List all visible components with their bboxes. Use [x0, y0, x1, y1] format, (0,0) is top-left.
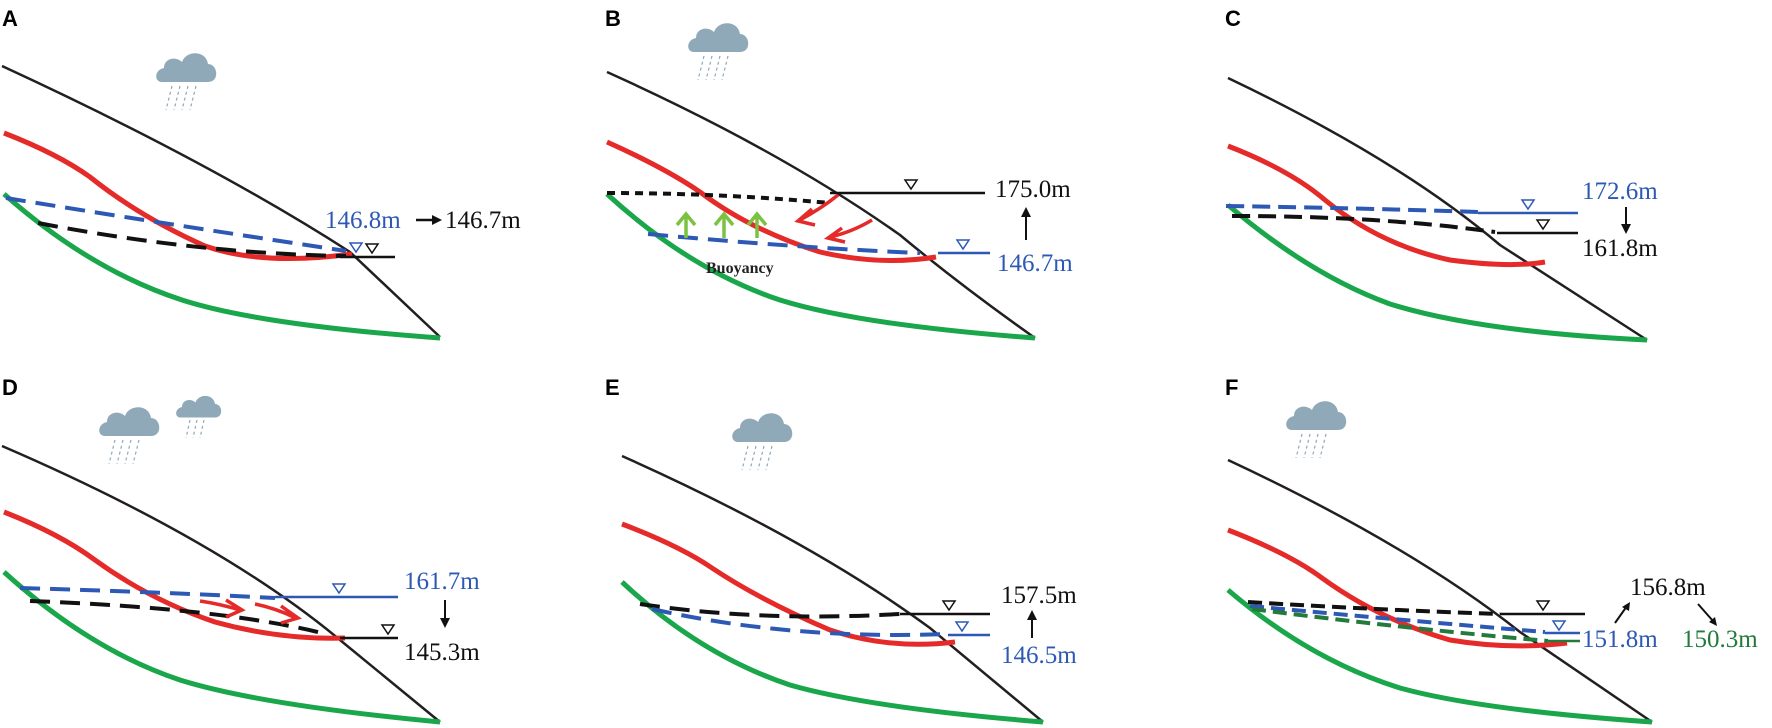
rain-cloud-icon — [156, 53, 217, 111]
panel-c: C 172.6m 161.8m — [1225, 6, 1658, 343]
level-upper: 156.8m — [1630, 574, 1706, 601]
groundwater-level-line — [639, 602, 901, 619]
rain-cloud-icon — [1286, 401, 1347, 459]
arrow-head — [1622, 602, 1630, 611]
reservoir-water-table-line — [1249, 604, 1546, 634]
reservoir-water-table-line — [19, 586, 276, 600]
arrow-right-icon — [254, 602, 302, 625]
arrow-head — [1621, 224, 1631, 234]
water-level-triangle-icon — [331, 583, 347, 595]
groundwater-level-line — [37, 221, 347, 258]
level-upper: 157.5m — [1001, 582, 1077, 609]
bedrock-line — [1226, 588, 1653, 725]
level-after: 161.8m — [1582, 235, 1658, 262]
reservoir-water-table-line — [5, 196, 347, 253]
panel-e: E 157.5m 146.5m — [605, 375, 1077, 725]
groundwater-level-line — [606, 191, 831, 205]
panel-e-label: E — [605, 375, 620, 400]
slope-surface-line — [1, 444, 441, 723]
buoyancy-label: Buoyancy — [706, 260, 774, 277]
seepage-arrows — [794, 193, 873, 244]
level-before: 161.7m — [404, 568, 480, 595]
water-level-triangle-icon — [1520, 199, 1536, 211]
water-level-triangle-icon — [955, 239, 971, 251]
rain-cloud-icon — [688, 23, 749, 81]
level-middle: 151.8m — [1582, 626, 1658, 653]
slip-surface-line — [1227, 143, 1546, 268]
groundwater-level-line — [1247, 600, 1501, 616]
level-after: 145.3m — [404, 639, 480, 666]
level-before: 146.8m — [325, 207, 401, 234]
arrow-left-icon — [823, 218, 873, 244]
level-lower: 150.3m — [1682, 626, 1758, 653]
groundwater-level-line — [29, 599, 323, 635]
bedrock-line — [605, 192, 1036, 341]
panel-f: F 156.8m 151.8m 150.3m — [1225, 375, 1758, 725]
arrow-down-right-icon — [1697, 603, 1714, 622]
reservoir-water-table-line — [651, 607, 949, 637]
groundwater-level-line — [1231, 214, 1496, 234]
panel-f-label: F — [1225, 375, 1238, 400]
arrow-left-icon — [794, 193, 840, 227]
bedrock-line — [620, 580, 1044, 725]
arrow-head — [1027, 610, 1037, 620]
panel-b-label: B — [605, 6, 621, 31]
arrow-right-icon — [199, 598, 246, 619]
arrow-up-icon — [675, 211, 697, 238]
level-lower: 146.5m — [1001, 642, 1077, 669]
panel-a: A 146.8m 146.7m — [1, 6, 521, 341]
buoyancy-arrows — [675, 211, 768, 238]
slip-surface-line — [3, 509, 346, 641]
bedrock-line — [2, 192, 441, 341]
water-level-triangle-icon — [1535, 219, 1551, 231]
rain-cloud-icon — [732, 413, 793, 471]
arrow-up-icon — [713, 211, 735, 238]
rain-cloud-icon — [176, 395, 222, 439]
slope-surface-line — [1, 64, 441, 338]
slope-surface-line — [606, 70, 1036, 340]
arrow-up-right-icon — [1614, 605, 1628, 624]
groundwater-green-line — [1251, 607, 1549, 643]
arrow-head — [1709, 617, 1717, 626]
level-lower: 146.7m — [997, 250, 1073, 277]
slope-surface-line — [1227, 458, 1653, 724]
bedrock-line — [2, 570, 441, 725]
arrow-head — [1021, 207, 1031, 217]
panel-d-label: D — [2, 375, 18, 400]
arrow-head — [432, 215, 442, 225]
panel-c-label: C — [1225, 6, 1241, 31]
water-level-triangle-icon — [903, 179, 919, 191]
reservoir-water-table-line — [1225, 204, 1479, 214]
water-level-triangle-icon — [941, 600, 957, 612]
arrow-up-icon — [746, 211, 768, 238]
panel-d: D 161.7m 145.3m — [1, 375, 480, 725]
slope-surface-line — [621, 454, 1044, 723]
bedrock-line — [1226, 203, 1648, 343]
level-before: 172.6m — [1582, 178, 1658, 205]
slip-surface-line — [605, 139, 937, 264]
water-level-triangle-icon — [954, 621, 970, 633]
water-level-triangle-icon — [348, 242, 364, 254]
arrow-head — [440, 618, 450, 628]
water-level-triangle-icon — [1551, 620, 1567, 632]
panel-b: B 175.0m 146.7m Buoyancy — [605, 6, 1073, 341]
seepage-arrows — [199, 598, 302, 625]
rain-cloud-icon — [99, 407, 160, 465]
level-upper: 175.0m — [995, 176, 1071, 203]
slip-surface-line — [1227, 527, 1568, 649]
water-level-triangle-icon — [1535, 600, 1551, 612]
slip-surface-line — [621, 521, 956, 647]
panel-a-label: A — [2, 6, 18, 31]
water-level-triangle-icon — [364, 243, 380, 255]
water-level-triangle-icon — [380, 624, 396, 636]
level-after: 146.7m — [445, 207, 521, 234]
